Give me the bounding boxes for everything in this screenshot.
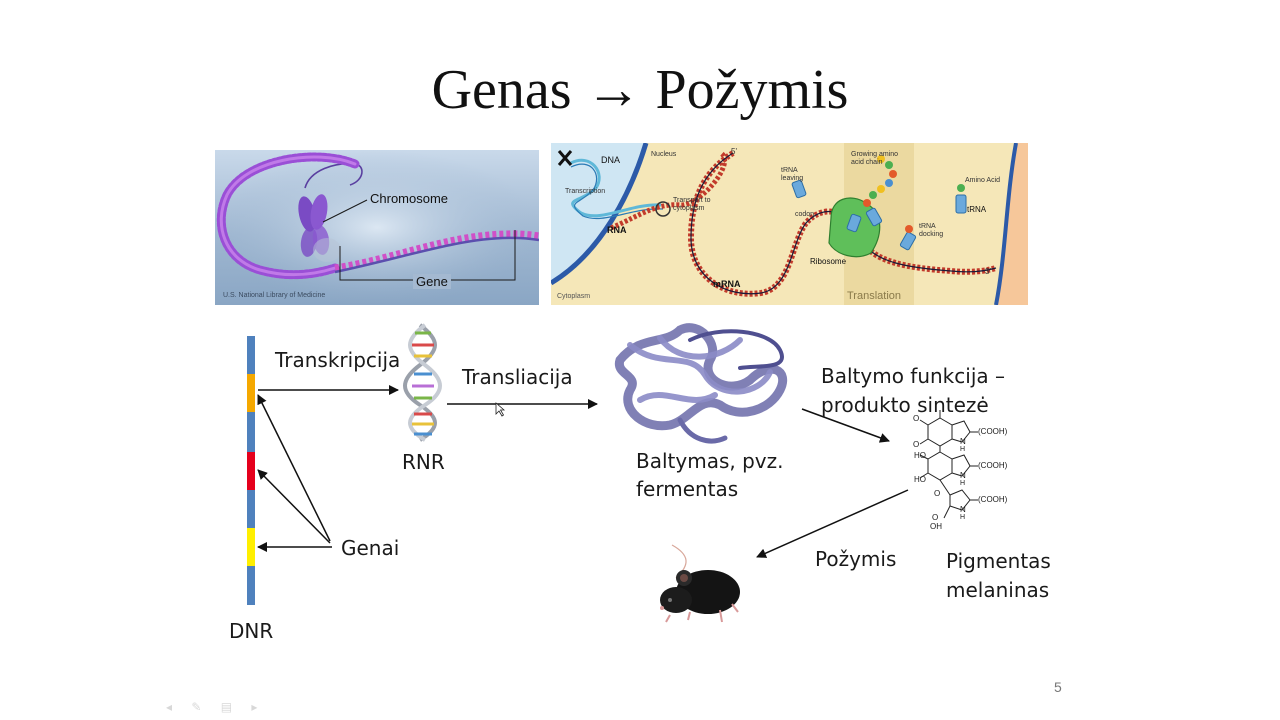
chem-h-2: H <box>960 480 966 487</box>
five-prime-label: 5' <box>731 147 737 156</box>
genes-label: Genai <box>341 536 400 560</box>
arrow-left-icon <box>756 489 909 558</box>
gene-orange <box>247 374 255 412</box>
translation-label: Transliacija <box>462 365 573 389</box>
three-prime-label: 3' <box>985 267 991 276</box>
nucleus-label: Nucleus <box>651 151 677 158</box>
trait-label: Požymis <box>815 547 897 571</box>
chem-n-3: N <box>960 505 966 514</box>
mouse-cursor-icon <box>495 402 506 417</box>
amino-acid-label: Amino Acid <box>965 177 1001 184</box>
gene-red <box>247 452 255 490</box>
dna-label: DNA <box>601 155 621 165</box>
protein-ribbon-icon <box>614 323 788 444</box>
protein-function-label: Baltymo funkcija – produkto sintezė <box>821 364 1005 417</box>
chromosome-illustration: Chromosome Gene U.S. National Library of… <box>215 150 539 305</box>
rna-label: RNR <box>402 450 445 474</box>
cytoplasm-label: Cytoplasm <box>557 293 591 300</box>
gene-yellow <box>247 528 255 566</box>
transcription-label: Transkripcija <box>275 348 401 372</box>
image-credit: U.S. National Library of Medicine <box>223 292 326 299</box>
trna-label: tRNA <box>967 205 987 214</box>
transcription-label: Transcription <box>565 188 606 195</box>
mouse-icon <box>660 544 740 623</box>
chem-o-4: O <box>932 513 939 522</box>
page-number: 5 <box>1054 679 1062 695</box>
pigment-label: Pigmentas melaninas <box>946 549 1051 602</box>
gene-arrow-icon <box>257 394 331 542</box>
chem-h-1: H <box>960 446 966 453</box>
melanin-structure-icon <box>919 410 978 519</box>
chem-o-3: O <box>934 489 941 498</box>
protein-label: Baltymas, pvz. fermentas <box>636 449 784 501</box>
gene-arrow-icon <box>257 469 331 544</box>
chem-ho-2: HO <box>914 475 926 484</box>
chem-ho-1: HO <box>914 451 926 460</box>
rna-helix-icon <box>403 323 442 442</box>
chem-o-2: O <box>913 440 920 449</box>
chem-cooh-2: (COOH) <box>978 461 1008 470</box>
chem-o-1: O <box>913 414 920 423</box>
mrna-label: mRNA <box>713 279 741 289</box>
translation-label: Translation <box>847 290 902 302</box>
player-controls-icon[interactable]: ◂ ✎ ▤ ▸ <box>166 700 266 714</box>
codon-label: codon <box>795 211 815 218</box>
chem-n-2: N <box>960 471 966 480</box>
chromosome-label: Chromosome <box>370 191 449 206</box>
ribosome-label: Ribosome <box>810 257 847 266</box>
dna-label: DNR <box>229 619 274 643</box>
arrow-right-icon <box>801 408 890 443</box>
chem-cooh-3: (COOH) <box>978 495 1008 504</box>
slide-title: Genas → Požymis <box>431 59 849 121</box>
chem-oh: OH <box>930 522 942 531</box>
chem-n-1: N <box>960 437 966 446</box>
chem-cooh-1: (COOH) <box>978 427 1008 436</box>
gene-label: Gene <box>413 274 451 289</box>
chem-h-3: H <box>960 514 966 521</box>
rna-label: RNA <box>607 225 627 235</box>
